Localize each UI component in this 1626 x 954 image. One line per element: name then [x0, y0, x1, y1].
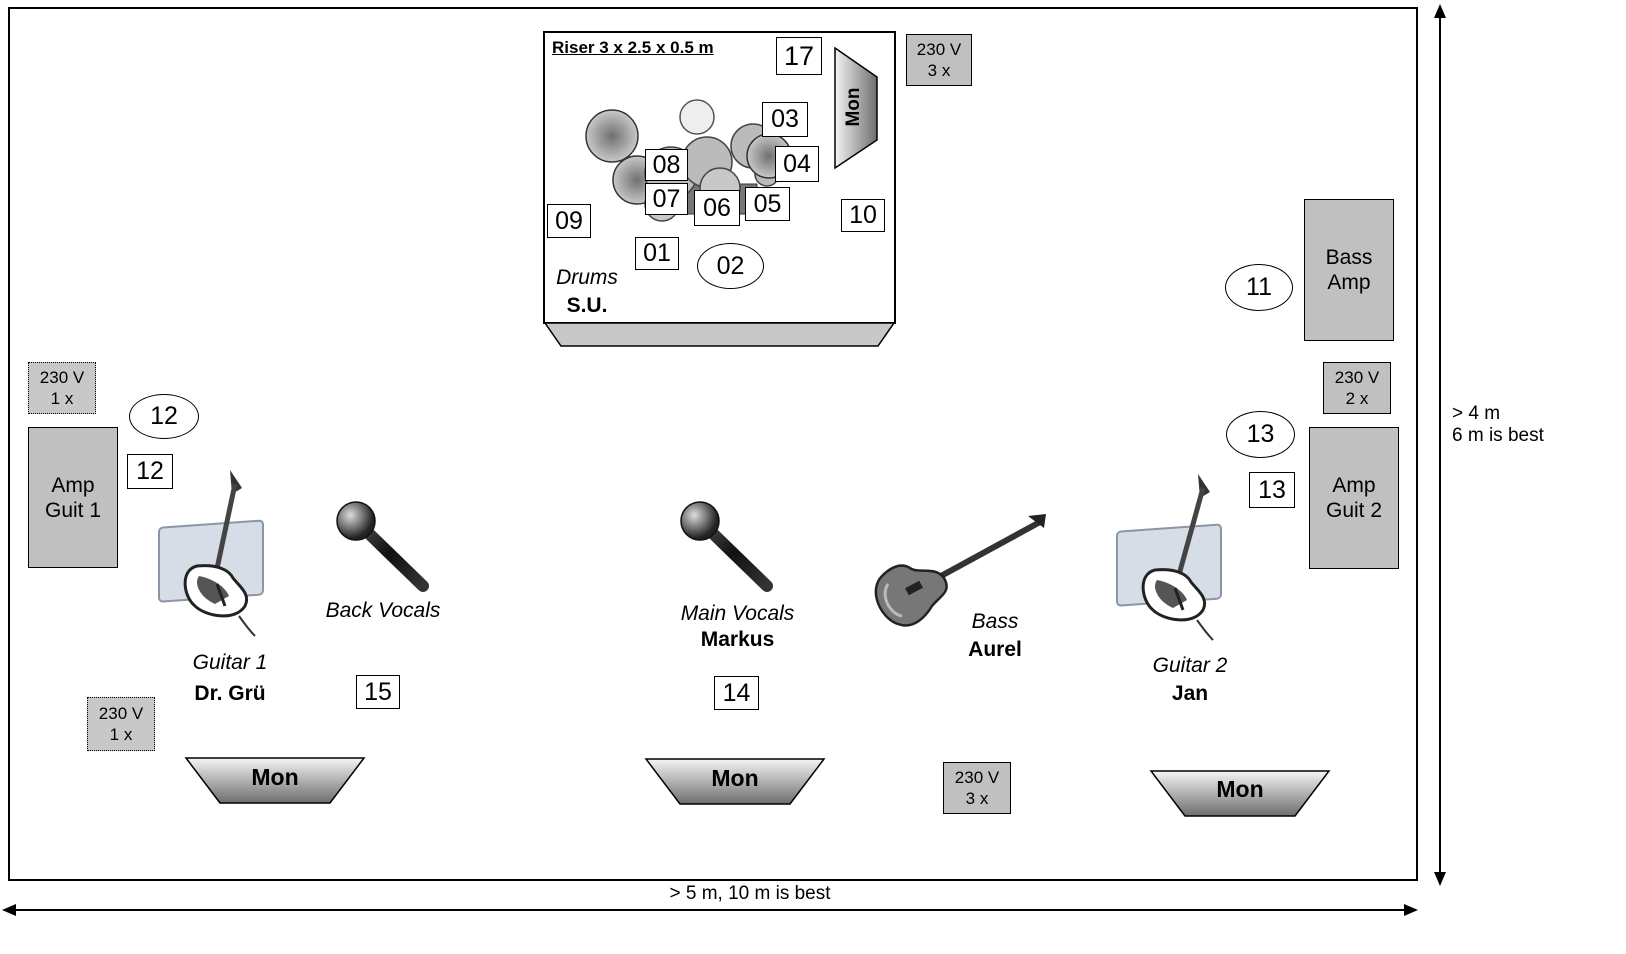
guitar1-role: Guitar 1: [192, 651, 268, 674]
depth-arrow: [1434, 4, 1446, 886]
channel-13-ellipse: 13: [1226, 411, 1295, 458]
channel-05: 05: [745, 187, 790, 221]
channel-13-box: 13: [1249, 472, 1295, 508]
channel-12-ellipse: 12: [129, 394, 199, 439]
channel-01: 01: [635, 237, 679, 270]
width-label: > 5 m, 10 m is best: [669, 883, 831, 904]
channel-03: 03: [762, 102, 808, 137]
guitar2-role: Guitar 2: [1152, 654, 1228, 677]
monitor-center: [644, 758, 826, 805]
channel-14: 14: [714, 676, 759, 710]
channel-06: 06: [694, 190, 740, 226]
riser-base: [543, 322, 896, 347]
depth-label: > 4 m 6 m is best: [1452, 403, 1544, 446]
bass-guitar-icon: [874, 514, 1046, 627]
monitor-right: [1149, 770, 1331, 817]
channel-17: 17: [776, 37, 822, 75]
electric-guitar-icon: [1116, 474, 1222, 641]
monitor-right-label: Mon: [1216, 776, 1264, 802]
drums-name: S.U.: [566, 294, 608, 317]
bass-name: Aurel: [968, 638, 1022, 661]
channel-04: 04: [775, 146, 819, 182]
monitor-center-label: Mon: [711, 765, 759, 791]
stage-area: [8, 7, 1418, 881]
riser-title: Riser 3 x 2.5 x 0.5 m: [552, 38, 714, 57]
microphone-icon: [680, 501, 773, 592]
channel-15: 15: [356, 675, 400, 709]
microphone-icon: [336, 501, 429, 592]
bass-role: Bass: [971, 610, 1019, 633]
main-vocals-role: Main Vocals: [680, 602, 795, 625]
channel-10: 10: [841, 199, 885, 232]
channel-07: 07: [645, 183, 688, 215]
electric-guitar-icon: [158, 470, 264, 637]
back-vocals-role: Back Vocals: [325, 599, 441, 622]
drum-monitor-label: Mon: [843, 87, 864, 127]
main-vocals-name: Markus: [700, 628, 775, 651]
monitor-left: [184, 757, 366, 804]
guitar2-name: Jan: [1171, 682, 1209, 705]
channel-12-box: 12: [127, 454, 173, 489]
width-arrow: [2, 904, 1418, 916]
guitar1-name: Dr. Grü: [194, 682, 266, 705]
channel-02: 02: [697, 243, 764, 289]
channel-09: 09: [547, 204, 591, 238]
drums-role: Drums: [556, 266, 618, 289]
channel-11: 11: [1225, 264, 1293, 311]
channel-08: 08: [645, 149, 688, 181]
drum-monitor: [834, 46, 878, 170]
monitor-left-label: Mon: [251, 764, 299, 790]
